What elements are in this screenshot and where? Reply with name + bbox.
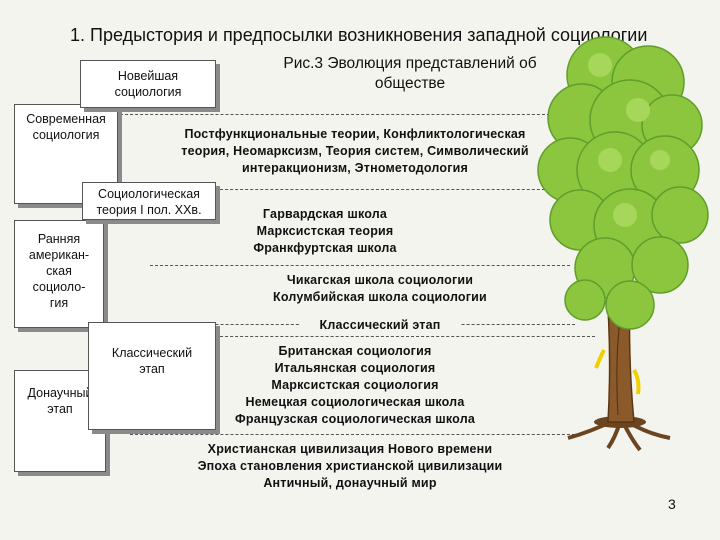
stage-label: теория I пол. ХХв. — [96, 203, 202, 217]
stage-label: Ранняя — [37, 232, 81, 246]
stage-box-early-american: Ранняя американ- ская социоло- гия — [14, 220, 104, 328]
stage-label: американ- — [28, 248, 90, 262]
stage-box-theory-first-half: Социологическая теория I пол. ХХв. — [82, 182, 216, 220]
tree-foliage — [537, 36, 709, 330]
era-line: Британская социология — [278, 344, 432, 358]
era-ancient: Христианская цивилизация Нового времени … — [175, 441, 525, 492]
stage-box-newest-sociology: Новейшая социология — [80, 60, 216, 108]
era-schools-20c: Гарвардская школа Марксистская теория Фр… — [245, 206, 405, 257]
era-line: Марксистская теория — [256, 224, 394, 238]
stage-label: ская — [46, 264, 72, 278]
era-line: Классический этап — [319, 318, 441, 332]
era-separator — [120, 114, 560, 115]
page-number: 3 — [668, 496, 676, 512]
stage-label: Современная — [26, 112, 106, 126]
figure-caption: Рис.3 Эволюция представлений об обществе — [250, 54, 570, 94]
tree-illustration — [537, 36, 709, 452]
era-line: Французская социологическая школа — [235, 412, 475, 426]
era-separator — [130, 434, 580, 435]
era-line: Колумбийская школа социологии — [273, 290, 487, 304]
slide-title: 1. Предыстория и предпосылки возникновен… — [70, 25, 648, 45]
era-line: интеракционизм, Этнометодология — [241, 161, 469, 175]
stage-label: Новейшая — [117, 69, 179, 83]
stage-label: социология — [114, 85, 182, 99]
stage-box-classical: Классический этап — [88, 322, 216, 430]
era-line: Немецкая социологическая школа — [245, 395, 465, 409]
stage-label: социоло- — [32, 280, 86, 294]
stage-label: социология — [32, 128, 100, 142]
era-line: Античный, донаучный мир — [263, 476, 437, 490]
era-postfunctional: Постфункциональные теории, Конфликтологи… — [160, 126, 550, 177]
era-line: Христианская цивилизация Нового времени — [207, 442, 493, 456]
era-line: Марксистская социология — [271, 378, 439, 392]
era-line: Постфункциональные теории, Конфликтологи… — [184, 127, 526, 141]
era-line: Итальянская социология — [274, 361, 436, 375]
stage-label: Донаучный — [27, 386, 93, 400]
era-separator — [150, 265, 570, 266]
era-separator — [215, 336, 595, 337]
era-classical-label: Классический этап — [300, 317, 460, 334]
era-line: теория, Неомарксизм, Теория систем, Симв… — [181, 144, 529, 158]
stage-label: гия — [49, 296, 69, 310]
stage-label: Классический — [111, 346, 193, 360]
stage-label: этап — [139, 362, 165, 376]
caption-line: Рис.3 Эволюция представлений об — [283, 55, 537, 72]
caption-line: обществе — [374, 75, 446, 92]
era-line: Гарвардская школа — [262, 207, 388, 221]
tree-ribbon — [594, 349, 606, 369]
era-line: Эпоха становления христианской цивилизац… — [197, 459, 503, 473]
era-classical-schools: Британская социология Итальянская социол… — [225, 343, 485, 428]
era-chicago: Чикагская школа социологии Колумбийская … — [255, 272, 505, 306]
era-line: Франкфуртская школа — [253, 241, 397, 255]
stage-label: Социологическая — [98, 187, 200, 201]
stage-label: этап — [47, 402, 73, 416]
era-line: Чикагская школа социологии — [286, 273, 474, 287]
era-separator — [215, 189, 565, 190]
